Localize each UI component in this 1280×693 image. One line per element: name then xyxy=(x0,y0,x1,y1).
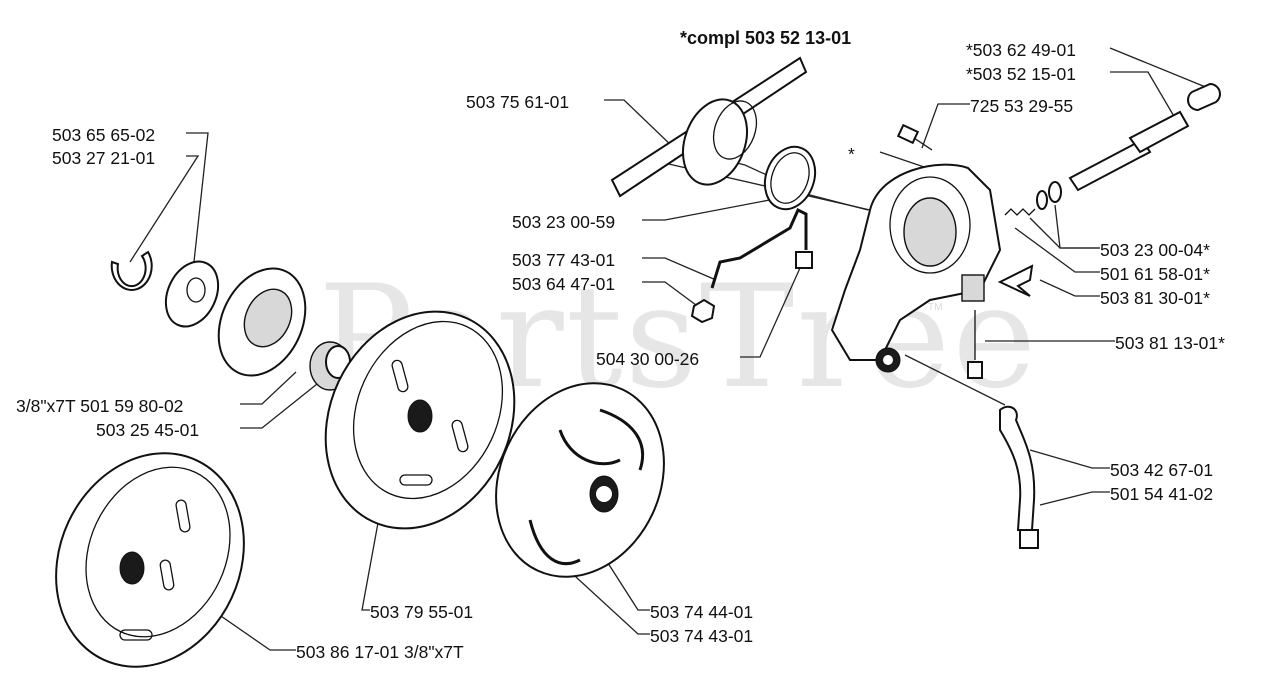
callout-503-81-30-01[interactable]: 503 81 30-01* xyxy=(1100,288,1210,308)
callout-503-74-44-01[interactable]: 503 74 44-01 xyxy=(650,602,754,622)
rim-sprocket-part xyxy=(217,267,307,377)
callout-503-79-55-01[interactable]: 503 79 55-01 xyxy=(370,602,474,622)
callout-501-54-41-02[interactable]: 501 54 41-02 xyxy=(1110,484,1214,504)
callout-503-81-13-01[interactable]: 503 81 13-01* xyxy=(1115,333,1225,353)
clip-part xyxy=(997,264,1034,297)
callout-504-30-00-26[interactable]: 504 30 00-26 xyxy=(596,349,700,369)
callout-501-61-58-01[interactable]: 501 61 58-01* xyxy=(1100,264,1210,284)
callout-725-53-29-55[interactable]: 725 53 29-55 xyxy=(970,96,1074,116)
callout-star: * xyxy=(848,144,855,164)
callout-503-27-21-01[interactable]: 503 27 21-01 xyxy=(52,148,156,168)
screw-part xyxy=(896,123,933,151)
callout-503-52-15-01[interactable]: *503 52 15-01 xyxy=(966,64,1076,84)
callout-503-75-61-01[interactable]: 503 75 61-01 xyxy=(466,92,570,112)
clutch-drum-part xyxy=(324,310,516,530)
callout-501-59-80-02[interactable]: 3/8"x7T 501 59 80-02 xyxy=(16,396,184,416)
leader-lines xyxy=(129,47,1209,651)
callout-503-74-43-01[interactable]: 503 74 43-01 xyxy=(650,626,754,646)
callout-503-77-43-01[interactable]: 503 77 43-01 xyxy=(512,250,616,270)
drive-shaft-part xyxy=(1068,110,1190,192)
circlip-part xyxy=(110,250,153,291)
callout-503-62-49-01[interactable]: *503 62 49-01 xyxy=(966,40,1076,60)
worm-gear-part xyxy=(610,56,808,198)
callout-503-25-45-01[interactable]: 503 25 45-01 xyxy=(96,420,200,440)
washer-part xyxy=(164,260,220,328)
plunger-part xyxy=(967,310,983,379)
callout-503-86-17-01[interactable]: 503 86 17-01 3/8"x7T xyxy=(296,642,464,662)
cap-part xyxy=(1187,82,1221,112)
assembly-title: *compl 503 52 13-01 xyxy=(680,28,852,48)
watermark-tm: TM xyxy=(928,302,943,313)
outer-drum-part xyxy=(55,452,245,668)
clutch-assembly-part xyxy=(495,382,665,578)
oil-hose-part xyxy=(999,405,1039,549)
callout-503-42-67-01[interactable]: 503 42 67-01 xyxy=(1110,460,1214,480)
o-ring-part xyxy=(763,145,817,211)
oil-pipe-part xyxy=(690,207,813,324)
callout-503-64-47-01[interactable]: 503 64 47-01 xyxy=(512,274,616,294)
callout-503-65-65-02[interactable]: 503 65 65-02 xyxy=(52,125,156,145)
oil-pump-housing-part xyxy=(830,163,1002,373)
spring-washer-part xyxy=(1004,181,1062,216)
callout-503-23-00-04[interactable]: 503 23 00-04* xyxy=(1100,240,1210,260)
callout-503-23-00-59[interactable]: 503 23 00-59 xyxy=(512,212,616,232)
